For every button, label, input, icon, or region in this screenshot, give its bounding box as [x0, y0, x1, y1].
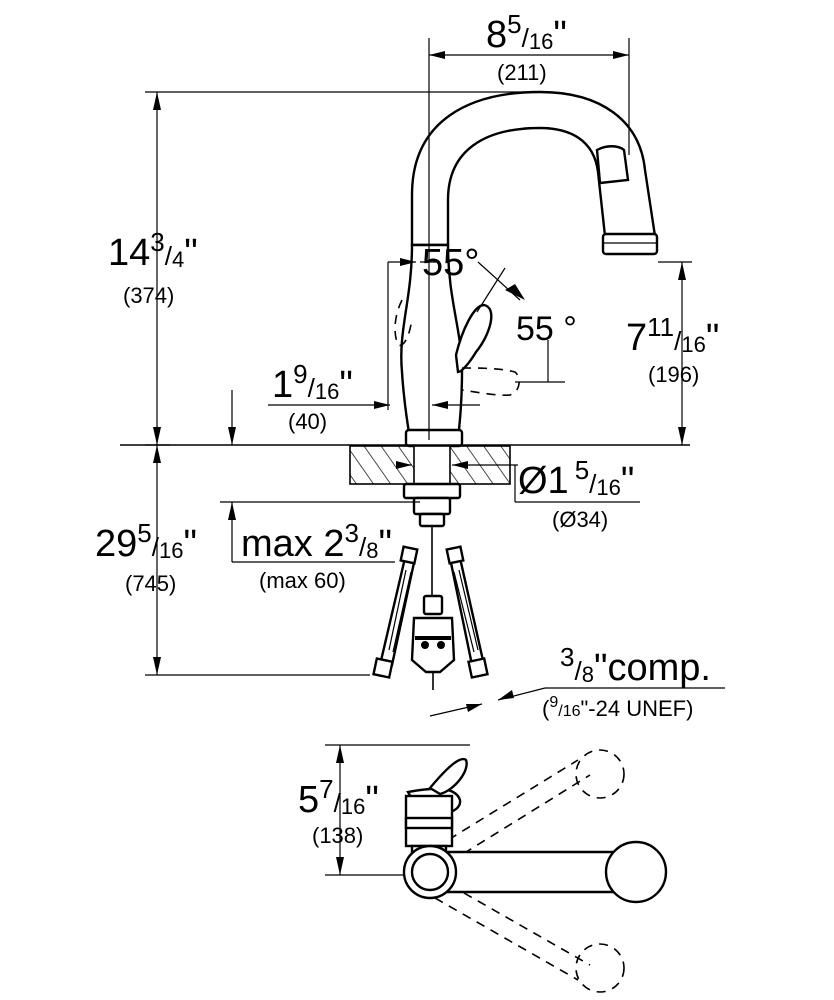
- spout-swing-upper: [434, 759, 591, 863]
- hole-diameter-metric: (Ø34): [552, 507, 608, 532]
- max-deck-label: max 23/8": [241, 518, 392, 565]
- total-height-metric: (374): [123, 283, 174, 308]
- faucet-top-view: [325, 744, 668, 993]
- handle-forward-angle: 55 °: [516, 310, 577, 348]
- dimension-lines: [145, 38, 725, 717]
- top-view-depth-label: 57/16": [298, 774, 379, 821]
- faucet-side-view: [394, 90, 659, 448]
- connection-label: 3/8"comp.: [560, 642, 711, 689]
- total-height-label: 143/4": [108, 227, 198, 274]
- spout-height-metric: (196): [648, 362, 699, 387]
- spout-swing-lower: [434, 884, 591, 981]
- spout-arc: [410, 90, 657, 247]
- hose-weight: [410, 616, 456, 674]
- handle-clearance-metric: (40): [288, 409, 327, 434]
- max-deck-metric: (max 60): [259, 568, 346, 593]
- mounting-shank: [402, 482, 462, 500]
- hose-length-label: 295/16": [95, 518, 197, 565]
- hose-length-metric: (745): [125, 571, 176, 596]
- connection-thread: (9/16"-24 UNEF): [542, 694, 693, 721]
- top-view-depth-metric: (138): [312, 823, 363, 848]
- lever-handle: [454, 303, 493, 374]
- faucet-base: [404, 428, 464, 448]
- handle-clearance-label: 19/16": [272, 359, 353, 406]
- supply-hoses: [372, 526, 489, 690]
- spout-height-label: 711/16": [626, 312, 719, 359]
- spray-head: [595, 145, 630, 185]
- handle-back-angle: 55°: [422, 242, 479, 284]
- spout-reach-metric: (211): [497, 60, 547, 85]
- spout-reach-label: 85/16": [486, 9, 567, 56]
- lever-handle-back-position: [394, 299, 413, 347]
- lever-handle-forward-position: [461, 367, 520, 396]
- spray-head-tip: [601, 232, 659, 256]
